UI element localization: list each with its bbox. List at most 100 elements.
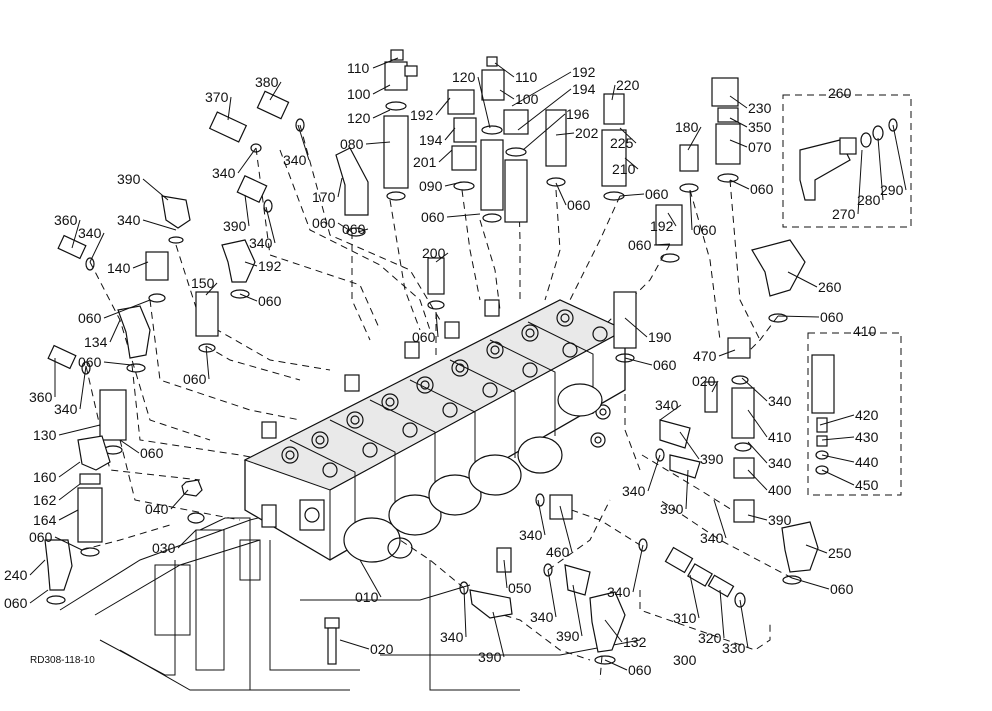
leader-line-060 — [446, 213, 481, 218]
leader-line-390 — [572, 584, 583, 637]
leader-line-380 — [269, 81, 282, 101]
callout-350: 350 — [748, 119, 772, 135]
part-410-boxed — [811, 354, 835, 475]
callout-120: 120 — [347, 110, 371, 126]
callout-340: 340 — [655, 397, 679, 413]
leader-line-060 — [103, 361, 133, 366]
leader-line-110 — [494, 62, 515, 78]
valve-port-holes — [281, 309, 611, 478]
leader-line-060 — [624, 357, 653, 366]
leader-line-340 — [89, 232, 105, 263]
leader-line-410 — [747, 409, 768, 438]
leader-line-060 — [29, 589, 49, 604]
callout-020: 020 — [692, 373, 716, 389]
leader-line-194 — [517, 88, 572, 131]
leader-line-340 — [142, 219, 177, 231]
leader-line-290 — [892, 124, 907, 191]
part-020-bolt — [324, 617, 340, 665]
callout-202: 202 — [575, 125, 599, 141]
part-390-left — [161, 174, 273, 244]
leader-line-192 — [435, 97, 451, 116]
leader-line-040 — [170, 489, 189, 510]
top-fittings — [261, 299, 500, 439]
leader-line-340 — [297, 124, 310, 161]
leader-line-340 — [265, 206, 276, 244]
leader-line-192 — [667, 212, 677, 227]
leader-line-240 — [29, 559, 46, 576]
leader-line-470 — [718, 349, 736, 357]
callout-040: 040 — [145, 501, 169, 517]
part-150 — [195, 291, 219, 353]
callout-230: 230 — [748, 100, 772, 116]
part-360-340-left — [47, 344, 91, 375]
callout-270: 270 — [832, 206, 856, 222]
leader-line-390 — [142, 178, 169, 201]
callout-320: 320 — [698, 630, 722, 646]
callout-390: 390 — [700, 451, 724, 467]
leader-line-060 — [205, 345, 210, 380]
leader-line-060 — [357, 228, 369, 233]
part-170 — [335, 147, 369, 237]
callout-060: 060 — [628, 662, 652, 678]
leader-line-060 — [729, 179, 750, 190]
part-132 — [589, 591, 626, 665]
leader-line-060 — [337, 222, 353, 233]
leader-line-390 — [747, 514, 768, 521]
part-stack-192-194 — [447, 89, 529, 223]
callout-194: 194 — [572, 81, 596, 97]
leader-line-060 — [119, 439, 140, 454]
part-300-assembly — [638, 538, 746, 608]
leader-line-340 — [747, 441, 768, 464]
callout-390: 390 — [660, 501, 684, 517]
callout-340: 340 — [622, 483, 646, 499]
part-470-410-400 — [704, 337, 755, 523]
group-box-410 — [807, 332, 902, 496]
callout-196: 196 — [566, 106, 590, 122]
callout-162: 162 — [33, 492, 57, 508]
leader-line-060 — [604, 659, 628, 671]
part-390-center — [655, 419, 701, 479]
leader-line-330 — [739, 599, 749, 649]
leader-line-202 — [555, 132, 575, 136]
callout-140: 140 — [107, 260, 131, 276]
callout-410: 410 — [853, 323, 877, 339]
leader-line-350 — [729, 117, 748, 128]
leader-line-060 — [435, 311, 439, 338]
leader-line-340 — [547, 569, 557, 618]
callout-340: 340 — [117, 212, 141, 228]
callout-360: 360 — [54, 212, 78, 228]
callout-225: 225 — [610, 135, 634, 151]
callout-110: 110 — [515, 69, 538, 85]
leader-line-250 — [805, 544, 828, 554]
callout-130: 130 — [33, 427, 57, 443]
part-260-right — [751, 239, 806, 323]
callout-340: 340 — [530, 609, 554, 625]
callout-164: 164 — [33, 512, 57, 528]
callout-060: 060 — [693, 222, 717, 238]
callout-060: 060 — [78, 310, 102, 326]
callout-390: 390 — [556, 628, 580, 644]
callout-090: 090 — [419, 178, 443, 194]
callout-070: 070 — [748, 139, 772, 155]
callout-010: 010 — [355, 589, 379, 605]
callout-192: 192 — [650, 218, 674, 234]
callout-210: 210 — [612, 161, 636, 177]
leader-line-060 — [555, 182, 567, 206]
callout-390: 390 — [768, 512, 792, 528]
callout-390: 390 — [478, 649, 502, 665]
callout-060: 060 — [4, 595, 28, 611]
callout-100: 100 — [515, 91, 539, 107]
leader-line-310 — [689, 574, 700, 619]
callout-200: 200 — [422, 245, 446, 261]
leader-line-100 — [499, 89, 515, 100]
callout-300: 300 — [673, 652, 697, 668]
leader-line-110 — [372, 57, 399, 69]
leader-line-390 — [685, 469, 689, 510]
callout-250: 250 — [828, 545, 852, 561]
leader-line-120 — [477, 76, 491, 129]
part-134 — [117, 305, 151, 373]
leader-line-440 — [821, 454, 855, 463]
callout-060: 060 — [653, 357, 677, 373]
